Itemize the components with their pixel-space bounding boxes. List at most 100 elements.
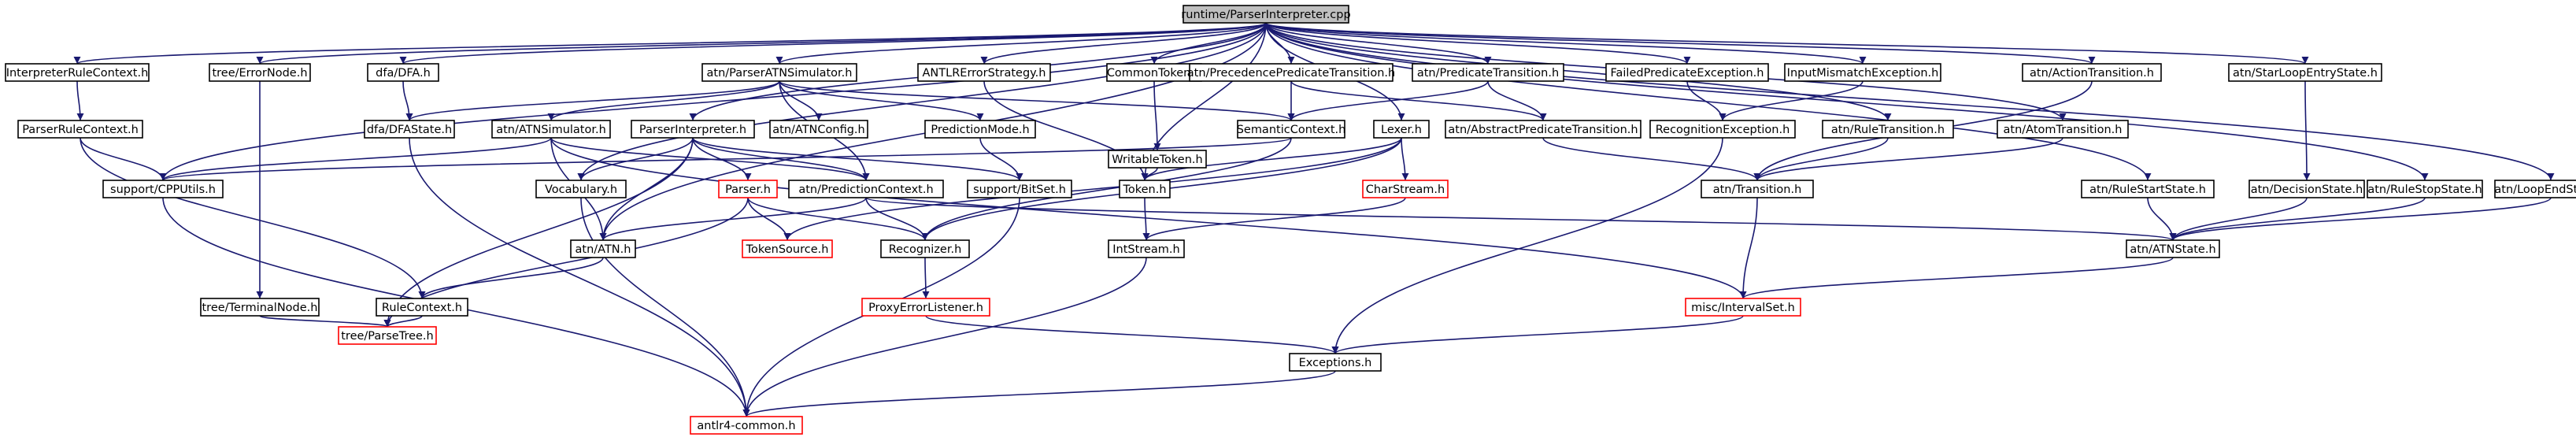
node-label: atn/RuleStartState.h xyxy=(2089,183,2206,196)
node-tree-errornode-h[interactable]: tree/ErrorNode.h xyxy=(209,63,311,82)
node-atn-atn-h[interactable]: atn/ATN.h xyxy=(570,239,636,258)
node-atn-rulestopstate-h[interactable]: atn/RuleStopState.h xyxy=(2367,180,2483,198)
node-box xyxy=(209,63,311,82)
edge-parseratnsimulator-to-dfastate xyxy=(405,80,780,121)
node-dfa-dfastate-h[interactable]: dfa/DFAState.h xyxy=(364,120,455,139)
node-interpreterrulecontext-h[interactable]: InterpreterRuleContext.h xyxy=(5,63,150,82)
edge-intervalset-to-exceptions xyxy=(1331,315,1744,354)
node-label: atn/StarLoopEntryState.h xyxy=(2233,67,2378,80)
edge-parser-to-tokensource xyxy=(747,197,791,241)
node-inputmismatchexception-h[interactable]: InputMismatchException.h xyxy=(1784,63,1941,82)
node-box xyxy=(701,63,857,82)
node-atn-precedencepredicatetransition-h[interactable]: atn/PrecedencePredicateTransition.h xyxy=(1187,63,1395,82)
node-box xyxy=(1997,120,2129,139)
node-label: support/BitSet.h xyxy=(973,183,1066,196)
node-label: dfa/DFA.h xyxy=(376,67,431,80)
node-label: FailedPredicateException.h xyxy=(1611,67,1764,80)
node-label: atn/AbstractPredicateTransition.h xyxy=(1448,124,1638,136)
node-intstream-h[interactable]: IntStream.h xyxy=(1108,239,1185,258)
node-tree-parsetree-h: tree/ParseTree.h xyxy=(338,326,437,345)
node-writabletoken-h[interactable]: WritableToken.h xyxy=(1108,150,1207,169)
node-label: CharStream.h xyxy=(1366,183,1445,196)
node-atn-atnconfig-h[interactable]: atn/ATNConfig.h xyxy=(769,120,868,139)
node-layer: runtime/ParserInterpreter.cppInterpreter… xyxy=(5,5,2576,435)
node-label: atn/PredictionContext.h xyxy=(798,183,933,196)
node-atn-parseratnsimulator-h[interactable]: atn/ParserATNSimulator.h xyxy=(701,63,857,82)
node-vocabulary-h[interactable]: Vocabulary.h xyxy=(535,180,627,198)
node-label: RuleContext.h xyxy=(382,302,462,314)
node-label: atn/ATNSimulator.h xyxy=(496,124,606,136)
edge-root-to-loopendstate xyxy=(1265,22,2555,181)
node-label: atn/PredicateTransition.h xyxy=(1417,67,1559,80)
edge-dfastate-to-antlr4common xyxy=(409,137,750,417)
edge-parserrulecontext-to-cpputils xyxy=(80,137,167,181)
node-commontoken-h[interactable]: CommonToken.h xyxy=(1106,63,1202,82)
node-parserinterpreter-h[interactable]: ParserInterpreter.h xyxy=(631,120,755,139)
node-support-cpputils-h[interactable]: support/CPPUtils.h xyxy=(102,180,224,198)
edge-charstream-to-intstream xyxy=(1142,197,1406,241)
node-failedpredicateexception-h[interactable]: FailedPredicateException.h xyxy=(1605,63,1769,82)
node-atn-loopendstate-h[interactable]: atn/LoopEndState.h xyxy=(2494,180,2576,198)
node-predictionmode-h[interactable]: PredictionMode.h xyxy=(924,120,1036,139)
edge-abstractpredicatetransition-to-transition xyxy=(1542,137,1761,181)
node-label: tree/TerminalNode.h xyxy=(202,302,318,314)
edge-layer xyxy=(74,22,2555,417)
node-box xyxy=(338,326,437,345)
node-box xyxy=(690,416,803,435)
node-atn-ruletransition-h[interactable]: atn/RuleTransition.h xyxy=(1822,120,1954,139)
node-semanticcontext-h[interactable]: SemanticContext.h xyxy=(1237,120,1346,139)
node-box xyxy=(367,63,439,82)
node-support-bitset-h[interactable]: support/BitSet.h xyxy=(967,180,1072,198)
node-label: SemanticContext.h xyxy=(1237,124,1346,136)
node-box xyxy=(1189,63,1393,82)
node-antlrerrorstrategy-h[interactable]: ANTLRErrorStrategy.h xyxy=(917,63,1051,82)
node-dfa-dfa-h[interactable]: dfa/DFA.h xyxy=(367,63,439,82)
node-box xyxy=(1108,239,1185,258)
edge-parser-to-recognizer xyxy=(747,197,929,241)
node-label: Parser.h xyxy=(725,183,771,196)
node-atn-starloopentrystate-h[interactable]: atn/StarLoopEntryState.h xyxy=(2228,63,2382,82)
node-atn-predictioncontext-h[interactable]: atn/PredictionContext.h xyxy=(788,180,944,198)
node-label: Exceptions.h xyxy=(1299,357,1372,369)
node-atn-transition-h[interactable]: atn/Transition.h xyxy=(1701,180,1814,198)
node-label: atn/LoopEndState.h xyxy=(2494,183,2576,196)
node-atn-predicatetransition-h[interactable]: atn/PredicateTransition.h xyxy=(1412,63,1564,82)
root-file-node[interactable]: runtime/ParserInterpreter.cpp xyxy=(1181,5,1351,24)
edge-intstream-to-antlr4common xyxy=(742,257,1147,417)
node-atn-decisionstate-h[interactable]: atn/DecisionState.h xyxy=(2248,180,2365,198)
node-label: tree/ErrorNode.h xyxy=(212,67,307,80)
node-label: atn/ATNState.h xyxy=(2130,243,2215,256)
edge-atnstate-to-intervalset xyxy=(1739,257,2174,299)
node-box xyxy=(570,239,636,258)
node-label: IntStream.h xyxy=(1112,243,1179,256)
node-box xyxy=(1183,5,1349,24)
node-box xyxy=(924,120,1036,139)
node-box xyxy=(2022,63,2162,82)
node-label: WritableToken.h xyxy=(1112,154,1202,166)
node-atn-actiontransition-h[interactable]: atn/ActionTransition.h xyxy=(2022,63,2162,82)
node-recognitionexception-h[interactable]: RecognitionException.h xyxy=(1649,120,1796,139)
edge-starloopentrystate-to-decisionstate xyxy=(2303,80,2311,181)
node-lexer-h[interactable]: Lexer.h xyxy=(1373,120,1430,139)
node-atn-atomtransition-h[interactable]: atn/AtomTransition.h xyxy=(1997,120,2129,139)
node-token-h[interactable]: Token.h xyxy=(1119,180,1171,198)
edge-atnsimulator-to-intervalset xyxy=(550,137,1747,299)
node-label: Recognizer.h xyxy=(889,243,962,256)
node-atn-abstractpredicatetransition-h[interactable]: atn/AbstractPredicateTransition.h xyxy=(1445,120,1641,139)
node-label: atn/ATN.h xyxy=(576,243,631,256)
node-box xyxy=(1701,180,1814,198)
edge-root-to-actiontransition xyxy=(1265,22,2096,65)
node-atn-rulestartstate-h[interactable]: atn/RuleStartState.h xyxy=(2081,180,2215,198)
node-antlr4-common-h: antlr4-common.h xyxy=(690,416,803,435)
node-exceptions-h[interactable]: Exceptions.h xyxy=(1289,353,1382,372)
node-parserrulecontext-h[interactable]: ParserRuleContext.h xyxy=(17,120,143,139)
edge-atn-to-rulecontext xyxy=(418,257,604,299)
edge-transition-to-intervalset xyxy=(1739,197,1758,299)
node-box xyxy=(364,120,455,139)
node-rulecontext-h[interactable]: RuleContext.h xyxy=(376,298,468,317)
node-atn-atnsimulator-h[interactable]: atn/ATNSimulator.h xyxy=(491,120,611,139)
node-recognizer-h[interactable]: Recognizer.h xyxy=(880,239,970,258)
node-atn-atnstate-h[interactable]: atn/ATNState.h xyxy=(2126,239,2220,258)
node-tree-terminalnode-h[interactable]: tree/TerminalNode.h xyxy=(200,298,320,317)
node-label: TokenSource.h xyxy=(746,243,829,256)
